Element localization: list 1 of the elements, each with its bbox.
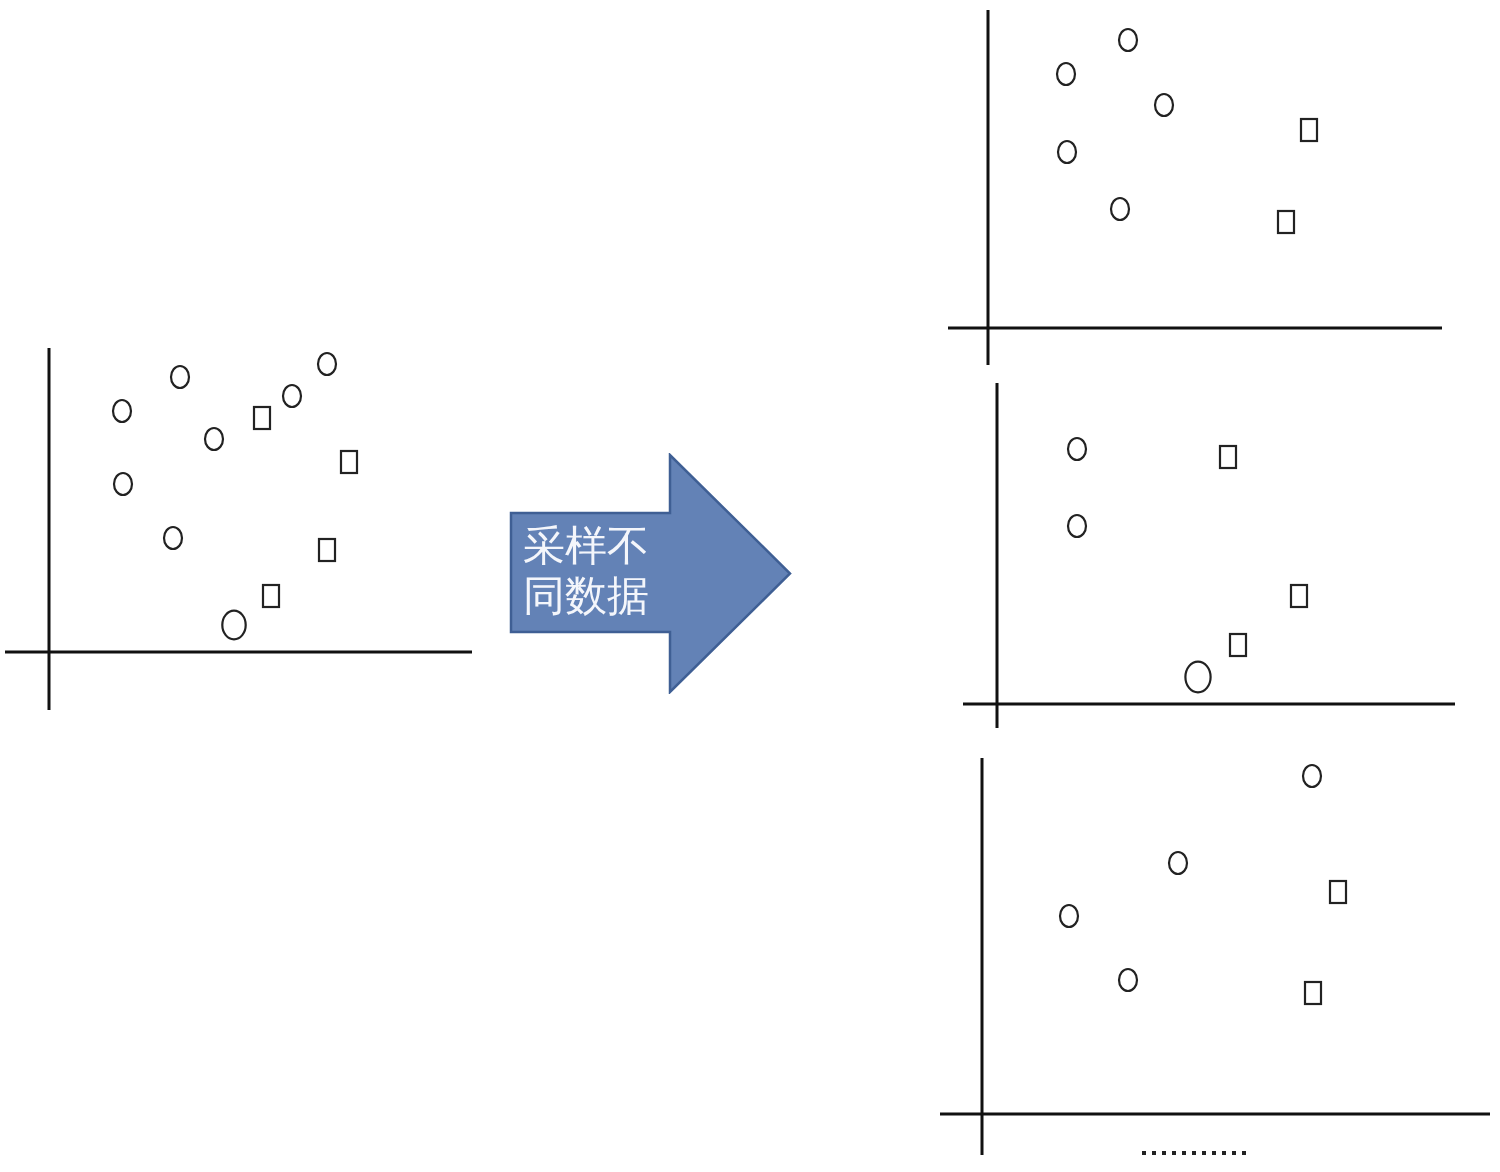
arrow-label: 采样不同数据: [523, 521, 649, 622]
